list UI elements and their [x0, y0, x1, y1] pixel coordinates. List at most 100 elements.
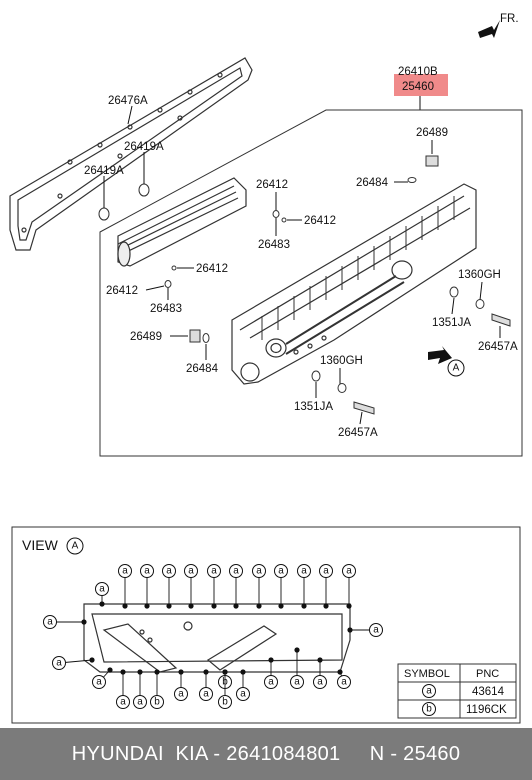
fastener-point [137, 669, 143, 675]
callout-circle [264, 675, 278, 689]
callout-circle [43, 615, 57, 629]
label-26484-top[interactable]: 26484 [356, 177, 389, 189]
label-26412-b[interactable]: 26412 [304, 215, 336, 227]
fastener-point [347, 627, 353, 633]
callout-label-a: a [294, 677, 300, 688]
callout-label-a: a [178, 689, 184, 700]
fastener-point [154, 669, 160, 675]
fastener-point [107, 667, 113, 673]
callout-label-a: a [166, 566, 172, 577]
fr-label: FR. [500, 13, 519, 25]
label-26489-left[interactable]: 26489 [130, 331, 162, 343]
oring-26419a-1 [138, 183, 150, 197]
callout-label-a: a [317, 677, 323, 688]
callout-label-a: a [268, 677, 274, 688]
assembly-outline [99, 109, 523, 457]
label-26476a[interactable]: 26476A [108, 95, 148, 107]
callout-circle [337, 675, 351, 689]
label-26419a-1[interactable]: 26419A [124, 141, 164, 153]
gasket-26476a [9, 57, 253, 251]
fastener-point [301, 603, 307, 609]
label-1351ja-mid[interactable]: 1351JA [294, 401, 333, 413]
fastener-point [211, 603, 217, 609]
callout-circle [199, 687, 213, 701]
callout-label-b: b [222, 697, 228, 708]
callout-circle [116, 695, 130, 709]
fastener-point [144, 603, 150, 609]
fastener-point [268, 657, 274, 663]
fastener-point [323, 603, 329, 609]
fastener-point [256, 603, 262, 609]
fastener-point [233, 603, 239, 609]
callout-circle [236, 687, 250, 701]
callout-label-a: a [47, 617, 53, 628]
label-26412-c[interactable]: 26412 [196, 263, 228, 275]
view-marker-upper: A [453, 363, 460, 374]
callout-label-a: a [203, 689, 209, 700]
label-26412-d[interactable]: 26412 [106, 285, 138, 297]
callout-label-a: a [122, 566, 128, 577]
label-26483-a[interactable]: 26483 [258, 239, 290, 251]
callout-label-a: a [278, 566, 284, 577]
callout-label-a: a [120, 697, 126, 708]
oil-cooler-housing [231, 183, 477, 385]
callout-circle [52, 656, 66, 670]
view-title: VIEW [22, 537, 59, 553]
callout-label-a: a [373, 625, 379, 636]
callout-markers: aaaaaaaaaaaaaaaaaabaabbaaaaa [43, 564, 383, 709]
callout-circle [118, 564, 132, 578]
callout-label-a: a [96, 677, 102, 688]
label-26483-b[interactable]: 26483 [150, 303, 182, 315]
label-26484-left[interactable]: 26484 [186, 363, 219, 375]
fastener-point [120, 669, 126, 675]
label-1360gh-right[interactable]: 1360GH [458, 269, 501, 281]
oil-cooler-element [117, 177, 247, 267]
fastener-point [203, 669, 209, 675]
table-pnc-b[interactable]: 1196CK [466, 704, 507, 716]
label-1360gh-mid[interactable]: 1360GH [320, 355, 363, 367]
footer-text: HYUNDAI KIA - 2641084801 N - 25460 [71, 742, 461, 765]
label-26410b: 26410B [398, 66, 438, 78]
callout-label-a: a [144, 566, 150, 577]
callout-label-a: a [256, 566, 262, 577]
callout-circle [297, 564, 311, 578]
fastener-point [99, 601, 105, 607]
label-26457a-mid[interactable]: 26457A [338, 427, 378, 439]
oring-26419a-2 [98, 207, 110, 221]
label-1351ja-right[interactable]: 1351JA [432, 317, 471, 329]
fastener-point [317, 657, 323, 663]
fastener-point [337, 669, 343, 675]
callout-label-a: a [301, 566, 307, 577]
label-26457a-right[interactable]: 26457A [478, 341, 518, 353]
callout-circle [133, 695, 147, 709]
fastener-point [81, 619, 87, 625]
callout-label-a: a [346, 566, 352, 577]
callout-label-a: a [137, 697, 143, 708]
callout-label-b: b [154, 697, 160, 708]
fastener-point [188, 603, 194, 609]
callout-label-a: a [56, 658, 62, 669]
fastener-point [122, 603, 128, 609]
callout-label-a: a [341, 677, 347, 688]
table-header-symbol: SYMBOL [404, 668, 450, 680]
callout-circle [229, 564, 243, 578]
table-pnc-a[interactable]: 43614 [472, 686, 505, 698]
callout-label-a: a [188, 566, 194, 577]
callout-label-a: a [99, 584, 105, 595]
fastener-point [346, 603, 352, 609]
callout-circle [162, 564, 176, 578]
table-symbol-a: a [426, 686, 432, 697]
callout-label-a: a [323, 566, 329, 577]
fastener-point [89, 657, 95, 663]
callout-circle [313, 675, 327, 689]
label-26412-a[interactable]: 26412 [256, 179, 288, 191]
label-25460[interactable]: 25460 [402, 81, 434, 93]
label-26419a-2[interactable]: 26419A [84, 165, 124, 177]
callout-circle [150, 695, 164, 709]
footer-bar: HYUNDAI KIA - 2641084801 N - 25460 [0, 728, 532, 780]
view-housing-outline [83, 603, 351, 673]
callout-circle [274, 564, 288, 578]
label-26489-top[interactable]: 26489 [416, 127, 448, 139]
view-a-arrow: A [428, 346, 465, 377]
fastener-point [222, 669, 228, 675]
